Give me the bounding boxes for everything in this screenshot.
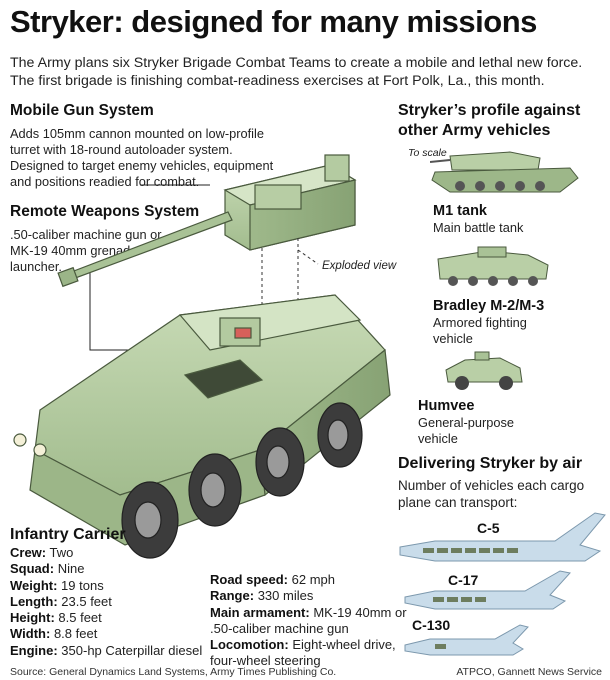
- m1-tank-icon: [430, 151, 579, 193]
- spec-value: four-wheel steering: [210, 653, 321, 669]
- remote-weapons-line: MK-19 40mm grenade: [10, 243, 138, 258]
- spec-row: Crew: Two: [10, 545, 202, 561]
- spec-value: 23.5 feet: [61, 593, 112, 609]
- spec-row: Width: 8.8 feet: [10, 626, 202, 642]
- spec-row: Range: 330 miles: [210, 588, 407, 604]
- spec-label: Crew:: [10, 545, 47, 560]
- profile-heading-line-1: Stryker’s profile against: [398, 102, 581, 119]
- profile-heading-line-2: other Army vehicles: [398, 122, 551, 139]
- air-heading: Delivering Stryker by air: [398, 455, 583, 472]
- spec-row: Height: 8.5 feet: [10, 610, 202, 626]
- page-title: Stryker: designed for many missions: [10, 4, 537, 39]
- spec-row: Length: 23.5 feet: [10, 594, 202, 610]
- vehicle-desc-humvee: vehicle: [418, 431, 458, 446]
- plane-label-c5: C-5: [477, 520, 500, 536]
- vehicle-desc-bradley: Armored fighting: [433, 315, 527, 330]
- spec-value: 8.8 feet: [53, 626, 98, 642]
- vehicle-desc-humvee: General-purpose: [418, 415, 515, 430]
- vehicle-name-m1: M1 tank: [433, 203, 487, 219]
- spec-label: Locomotion:: [210, 637, 289, 653]
- remote-weapons-line: .50-caliber machine gun or: [10, 227, 162, 242]
- c17-plane-icon: [404, 570, 571, 610]
- plane-label-c17: C-17: [448, 572, 479, 588]
- spec-value: 62 mph: [291, 572, 336, 587]
- spec-label: Height:: [10, 610, 55, 626]
- air-text: Number of vehicles each cargo plane can …: [398, 477, 584, 511]
- spec-value: .50-caliber machine gun: [210, 620, 349, 636]
- mobile-gun-line: Adds 105mm cannon mounted on low-profile: [10, 126, 264, 141]
- spec-value: Nine: [57, 561, 85, 577]
- specs-left: Crew: Two Squad: Nine Weight: 19 tons Le…: [10, 545, 202, 659]
- stryker-illustration: [13, 154, 391, 559]
- specs-right: Road speed: 62 mph Range: 330 miles Main…: [210, 572, 407, 670]
- c5-vehicles: [423, 548, 518, 553]
- air-line: Number of vehicles each cargo: [398, 478, 585, 493]
- infantry-heading: Infantry Carrier: [10, 526, 126, 543]
- deck-line-2: The first brigade is finishing combat-re…: [10, 73, 545, 89]
- spec-value: 19 tons: [61, 577, 104, 593]
- humvee-icon: [445, 351, 523, 390]
- spec-row: Road speed: 62 mph: [210, 572, 407, 588]
- mobile-gun-line: Designed to target enemy vehicles, equip…: [10, 158, 274, 173]
- footer-source: Source: General Dynamics Land Systems, A…: [10, 666, 337, 678]
- cargo-planes: [399, 512, 606, 656]
- spec-value: 8.5 feet: [58, 610, 102, 626]
- vehicle-desc-m1: Main battle tank: [433, 220, 524, 235]
- mobile-gun-heading: Mobile Gun System: [10, 102, 154, 119]
- c5-plane-icon: [399, 512, 606, 562]
- spec-value: MK-19 40mm or: [313, 604, 407, 620]
- spec-row: Locomotion: Eight-wheel drive,: [210, 637, 407, 653]
- exploded-view-label: Exploded view: [322, 260, 397, 272]
- stryker-wheels: [121, 402, 363, 559]
- spec-row: Squad: Nine: [10, 561, 202, 577]
- remote-weapons-text: .50-caliber machine gun or MK-19 40mm gr…: [10, 227, 162, 275]
- c17-vehicles: [433, 597, 486, 602]
- air-line: plane can transport:: [398, 495, 518, 510]
- spec-label: Main armament:: [210, 604, 310, 620]
- remote-weapons-heading: Remote Weapons System: [10, 203, 200, 220]
- to-scale-label: To scale: [408, 147, 447, 159]
- spec-label: Range:: [210, 588, 255, 604]
- mobile-gun-text: Adds 105mm cannon mounted on low-profile…: [10, 126, 273, 190]
- mobile-gun-line: turret with 18-round autoloader system.: [10, 142, 233, 157]
- spec-row: Main armament: MK-19 40mm or: [210, 605, 407, 621]
- spec-row: four-wheel steering: [210, 653, 407, 669]
- spec-value: 330 miles: [257, 588, 314, 604]
- spec-row: Weight: 19 tons: [10, 578, 202, 594]
- spec-row: .50-caliber machine gun: [210, 621, 407, 637]
- spec-value: 350-hp Caterpillar diesel: [61, 642, 203, 658]
- c130-vehicles: [435, 644, 446, 649]
- spec-label: Road speed:: [210, 572, 289, 587]
- spec-value: Two: [49, 545, 74, 560]
- footer-credit: ATPCO, Gannett News Service: [456, 666, 602, 678]
- spec-label: Squad:: [10, 561, 55, 577]
- spec-label: Engine:: [10, 642, 58, 658]
- spec-row: Engine: 350-hp Caterpillar diesel: [10, 643, 202, 659]
- spec-value: Eight-wheel drive,: [292, 637, 396, 653]
- vehicle-desc-bradley: vehicle: [433, 331, 473, 346]
- plane-label-c130: C-130: [412, 617, 451, 633]
- exploded-turret: [57, 154, 357, 288]
- spec-label: Width:: [10, 626, 51, 642]
- deck: The Army plans six Stryker Brigade Comba…: [10, 54, 606, 90]
- bradley-icon: [437, 246, 549, 286]
- spec-label: Weight:: [10, 577, 58, 593]
- remote-weapons-line: launcher.: [10, 259, 62, 274]
- deck-line-1: The Army plans six Stryker Brigade Comba…: [10, 55, 583, 71]
- vehicle-name-humvee: Humvee: [418, 398, 475, 414]
- spec-label: Length:: [10, 593, 58, 609]
- vehicle-name-bradley: Bradley M-2/M-3: [433, 298, 545, 314]
